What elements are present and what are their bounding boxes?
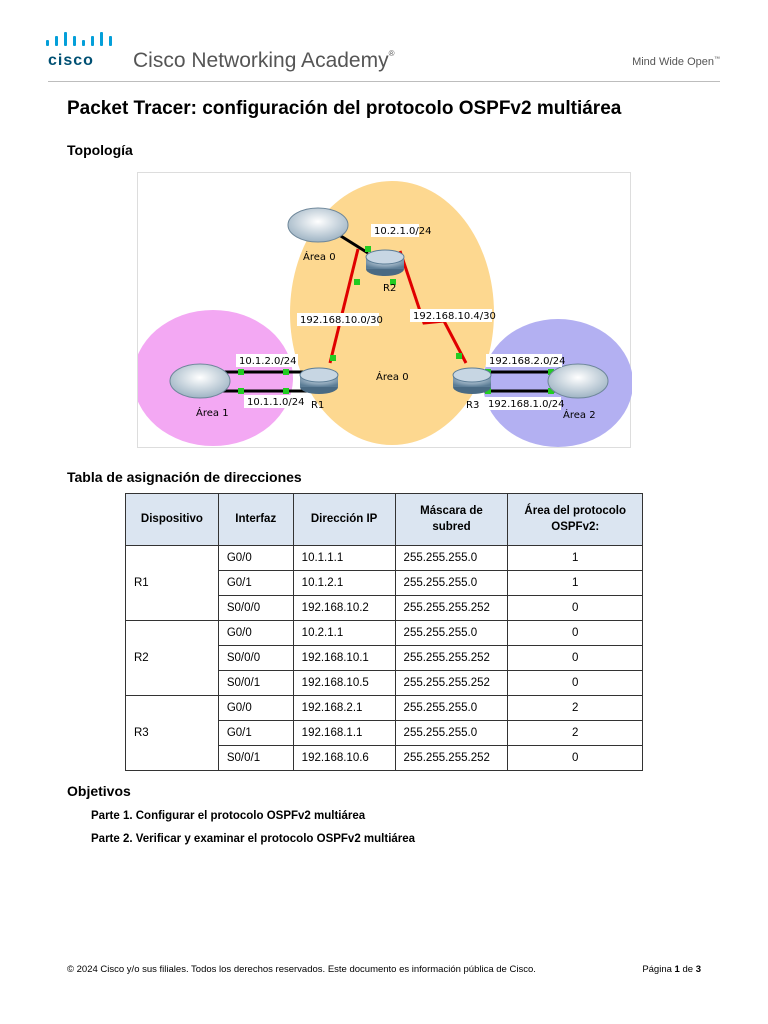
table-row: R3 G0/0 192.168.2.1 255.255.255.0 2 <box>125 695 643 771</box>
copyright-text: © 2024 Cisco y/o sus filiales. Todos los… <box>67 964 536 975</box>
page-footer: © 2024 Cisco y/o sus filiales. Todos los… <box>67 964 701 975</box>
table-row: G0/1 10.1.2.1 255.255.255.0 1 <box>126 570 643 596</box>
table-row: S0/0/1 192.168.10.6 255.255.255.252 0 <box>126 745 643 771</box>
router-r3-icon <box>452 367 492 394</box>
label-net-10-2-1: 10.2.1.0/24 <box>374 226 431 237</box>
header-divider <box>48 81 720 82</box>
lan-clouds <box>169 207 609 399</box>
label-area0-top: Área 0 <box>303 250 336 263</box>
router-r1-icon <box>299 367 339 394</box>
label-net-192-168-10-4: 192.168.10.4/30 <box>413 311 496 322</box>
table-row: S0/0/0 192.168.10.2 255.255.255.252 0 <box>126 595 643 621</box>
label-net-192-168-10-0: 192.168.10.0/30 <box>300 315 383 326</box>
col-ip-address: Dirección IP <box>292 493 396 546</box>
label-net-192-168-2: 192.168.2.0/24 <box>489 356 566 367</box>
table-row: R2 G0/0 10.2.1.1 255.255.255.0 0 <box>125 620 643 696</box>
table-row: R1 G0/0 10.1.1.1 255.255.255.0 1 <box>125 545 643 621</box>
addressing-table-heading: Tabla de asignación de direcciones <box>67 469 302 485</box>
cloud-icon <box>169 363 231 399</box>
objective-part-2: Parte 2. Verificar y examinar el protoco… <box>91 833 416 845</box>
table-row: S0/0/0 192.168.10.1 255.255.255.252 0 <box>126 645 643 671</box>
page-number: Página 1 de 3 <box>642 964 701 975</box>
label-area0-center: Área 0 <box>376 370 409 383</box>
table-row: G0/1 192.168.1.1 255.255.255.0 2 <box>126 720 643 746</box>
label-r2: R2 <box>383 283 396 294</box>
col-subnet-mask: Máscara de subred <box>394 493 509 546</box>
col-interface: Interfaz <box>217 493 294 546</box>
router-r2-icon <box>365 249 405 276</box>
tagline: Mind Wide Open™ <box>632 56 720 68</box>
device-cell: R2 <box>125 620 219 696</box>
col-device: Dispositivo <box>125 493 219 546</box>
area-0-zone <box>290 181 494 445</box>
document-title: Packet Tracer: configuración del protoco… <box>67 98 622 119</box>
label-r1: R1 <box>311 400 324 411</box>
link-r2-r1 <box>328 248 360 364</box>
routers <box>299 249 492 394</box>
label-area2: Área 2 <box>563 408 596 421</box>
topology-labels: 10.2.1.0/24 Área 0 R2 192.168.10.0/30 19… <box>196 224 596 421</box>
device-cell: R3 <box>125 695 219 771</box>
col-ospf-area: Área del protocolo OSPFv2: <box>507 493 643 546</box>
label-net-10-1-1: 10.1.1.0/24 <box>247 397 304 408</box>
topology-diagram: 10.2.1.0/24 Área 0 R2 192.168.10.0/30 19… <box>133 172 633 448</box>
device-cell: R1 <box>125 545 219 621</box>
label-net-192-168-1: 192.168.1.0/24 <box>488 399 565 410</box>
label-r3: R3 <box>466 400 479 411</box>
label-net-10-1-2: 10.1.2.0/24 <box>239 356 296 367</box>
addressing-table: Dispositivo Interfaz Dirección IP Máscar… <box>125 493 643 771</box>
topology-heading: Topología <box>67 142 133 158</box>
label-area1: Área 1 <box>196 406 229 419</box>
area-zones <box>133 181 633 447</box>
link-r2-lan <box>335 231 369 255</box>
cloud-icon <box>287 207 349 243</box>
academy-name: Cisco Networking Academy® <box>133 49 395 72</box>
objective-part-1: Parte 1. Configurar el protocolo OSPFv2 … <box>91 810 366 822</box>
page-header: cisco Cisco Networking Academy® Mind Wid… <box>0 0 768 88</box>
objectives-heading: Objetivos <box>67 783 131 799</box>
table-header-row: Dispositivo Interfaz Dirección IP Máscar… <box>125 493 643 546</box>
cloud-icon <box>547 363 609 399</box>
cisco-wordmark: cisco <box>48 52 94 69</box>
table-row: S0/0/1 192.168.10.5 255.255.255.252 0 <box>126 670 643 696</box>
cisco-logo-icon <box>46 32 112 46</box>
